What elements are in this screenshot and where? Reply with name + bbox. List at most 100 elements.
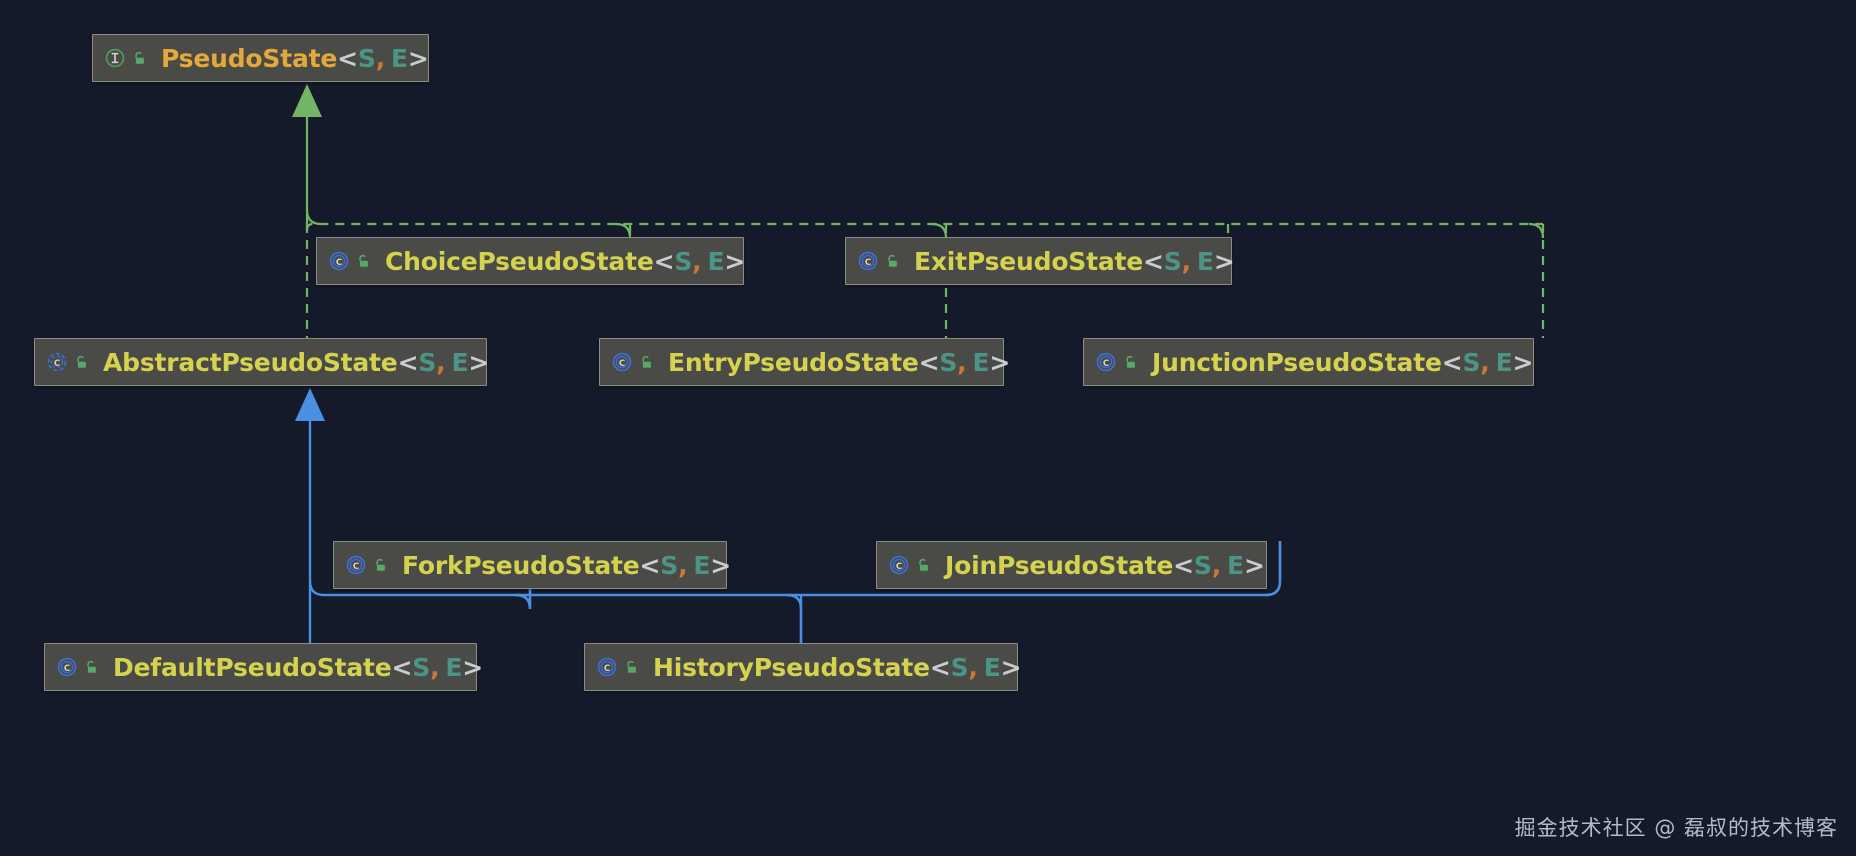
- generic-param-e: E: [707, 246, 725, 276]
- generic-comma: ,: [436, 347, 446, 377]
- watermark-text: 掘金技术社区 @ 磊叔的技术博客: [1514, 816, 1838, 840]
- type-name: JunctionPseudoState: [1152, 347, 1442, 377]
- generic-close: >: [1512, 347, 1534, 377]
- generic-close: >: [724, 246, 746, 276]
- generic-param-s: S: [418, 347, 437, 377]
- generic-param-s: S: [357, 43, 376, 73]
- generic-close: >: [1243, 550, 1265, 580]
- abstract-class-dashed-circle-c-icon: C: [47, 352, 67, 372]
- node-choicepseudostate[interactable]: C ChoicePseudoState<S,E>: [316, 237, 746, 285]
- realization-arrowhead: [292, 84, 322, 117]
- generic-param-e: E: [451, 347, 469, 377]
- node-label: DefaultPseudoState<S,E>: [113, 655, 483, 680]
- inheritance-edges: [308, 414, 1282, 643]
- generic-close: >: [989, 347, 1011, 377]
- generic-param-e: E: [983, 652, 1001, 682]
- type-name: ForkPseudoState: [402, 550, 640, 580]
- generic-comma: ,: [678, 550, 688, 580]
- class-circle-c-icon: C: [329, 251, 349, 271]
- class-circle-c-icon: C: [858, 251, 878, 271]
- generic-param-s: S: [674, 246, 693, 276]
- generic-close: >: [462, 652, 484, 682]
- generic-comma: ,: [957, 347, 967, 377]
- unlocked-padlock-icon: [627, 660, 636, 673]
- class-circle-c-icon: C: [597, 657, 617, 677]
- generic-comma: ,: [968, 652, 978, 682]
- node-label: PseudoState<S,E>: [161, 46, 429, 71]
- realization-corner-joints: [305, 209, 1545, 239]
- generic-param-s: S: [939, 347, 958, 377]
- svg-text:C: C: [54, 359, 60, 369]
- generic-open: <: [639, 550, 661, 580]
- generic-param-e: E: [445, 652, 463, 682]
- generic-open: <: [653, 246, 675, 276]
- type-name: PseudoState: [161, 43, 338, 73]
- generic-param-e: E: [391, 43, 408, 73]
- generic-close: >: [1000, 652, 1022, 682]
- node-forkpseudostate[interactable]: C ForkPseudoState<S,E>: [333, 541, 731, 589]
- generic-param-e: E: [972, 347, 990, 377]
- unlocked-padlock-icon: [135, 51, 144, 64]
- node-abstractpseudostate[interactable]: C AbstractPseudoState<S,E>: [34, 338, 489, 386]
- generic-open: <: [337, 43, 358, 73]
- generic-comma: ,: [1480, 347, 1490, 377]
- realization-edges: [305, 112, 1545, 338]
- generic-open: <: [929, 652, 951, 682]
- generic-param-e: E: [1196, 246, 1214, 276]
- type-name: JoinPseudoState: [945, 550, 1174, 580]
- type-name: AbstractPseudoState: [103, 347, 398, 377]
- node-junctionpseudostate[interactable]: C JunctionPseudoState<S,E>: [1083, 338, 1534, 386]
- type-name: ExitPseudoState: [914, 246, 1144, 276]
- node-joinpseudostate[interactable]: C JoinPseudoState<S,E>: [876, 541, 1267, 589]
- unlocked-padlock-icon: [888, 254, 897, 267]
- node-entrypseudostate[interactable]: C EntryPseudoState<S,E>: [599, 338, 1010, 386]
- svg-text:C: C: [1103, 359, 1109, 369]
- unlocked-padlock-icon: [376, 558, 385, 571]
- generic-param-e: E: [693, 550, 711, 580]
- class-circle-c-icon: C: [346, 555, 366, 575]
- type-name: HistoryPseudoState: [653, 652, 930, 682]
- generic-param-s: S: [1193, 550, 1212, 580]
- node-label: JunctionPseudoState<S,E>: [1152, 350, 1533, 375]
- type-name: ChoicePseudoState: [385, 246, 654, 276]
- type-name: DefaultPseudoState: [113, 652, 392, 682]
- generic-param-e: E: [1495, 347, 1513, 377]
- node-label: AbstractPseudoState<S,E>: [103, 350, 489, 375]
- svg-text:C: C: [604, 664, 610, 674]
- node-label: EntryPseudoState<S,E>: [668, 350, 1010, 375]
- node-pseudostate[interactable]: PseudoState<S,E>: [92, 34, 429, 82]
- class-circle-c-icon: C: [57, 657, 77, 677]
- node-defaultpseudostate[interactable]: C DefaultPseudoState<S,E>: [44, 643, 483, 691]
- type-name: EntryPseudoState: [668, 347, 919, 377]
- generic-param-e: E: [1227, 550, 1244, 580]
- class-circle-c-icon: C: [889, 555, 909, 575]
- generic-open: <: [1173, 550, 1194, 580]
- generic-open: <: [1441, 347, 1463, 377]
- generic-close: >: [710, 550, 732, 580]
- generic-param-s: S: [1462, 347, 1481, 377]
- generic-param-s: S: [660, 550, 679, 580]
- unlocked-padlock-icon: [77, 355, 86, 368]
- inheritance-arrowhead: [295, 388, 325, 421]
- svg-text:C: C: [336, 258, 342, 268]
- generic-open: <: [918, 347, 940, 377]
- generic-open: <: [397, 347, 419, 377]
- edge-bus-realization: [305, 222, 1543, 231]
- svg-text:C: C: [896, 562, 902, 572]
- generic-comma: ,: [1211, 550, 1222, 580]
- generic-open: <: [391, 652, 413, 682]
- generic-comma: ,: [1181, 246, 1192, 276]
- svg-text:C: C: [64, 664, 70, 674]
- node-historypseudostate[interactable]: C HistoryPseudoState<S,E>: [584, 643, 1022, 691]
- generic-param-s: S: [950, 652, 969, 682]
- node-exitpseudostate[interactable]: C ExitPseudoState<S,E>: [845, 237, 1235, 285]
- node-label: HistoryPseudoState<S,E>: [653, 652, 1022, 682]
- svg-text:C: C: [353, 562, 359, 572]
- unlocked-padlock-icon: [919, 558, 928, 571]
- generic-param-s: S: [412, 652, 431, 682]
- svg-text:C: C: [865, 258, 871, 268]
- generic-comma: ,: [375, 43, 386, 73]
- unlocked-padlock-icon: [1126, 355, 1135, 368]
